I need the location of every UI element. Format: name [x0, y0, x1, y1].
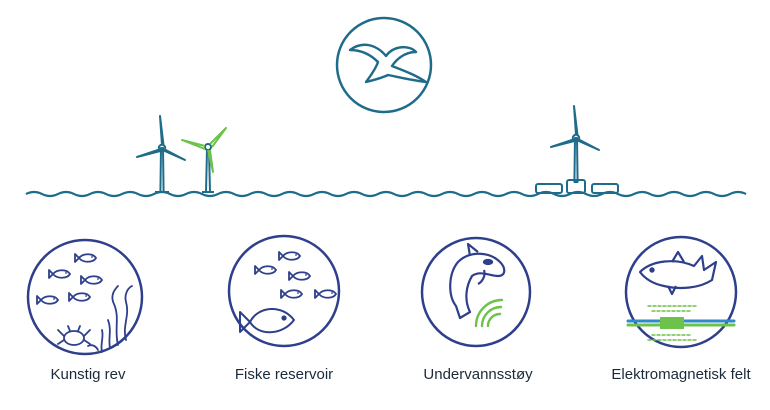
shark-cable-icon — [624, 235, 738, 349]
seagull-icon — [335, 16, 433, 114]
wind-turbine-green — [181, 127, 227, 193]
sea-surface-wave — [25, 190, 747, 198]
wind-turbine-left — [136, 115, 186, 193]
artificial-reef-icon — [26, 238, 144, 356]
fish-reservoir-icon — [227, 234, 341, 348]
orca-noise-icon — [420, 236, 532, 348]
caption-undervannsstoy: Undervannsstøy — [423, 366, 533, 383]
caption-fiske-reservoir: Fiske reservoir — [234, 366, 334, 383]
caption-kunstig-rev: Kunstig rev — [50, 366, 126, 383]
floating-wind-turbine — [535, 105, 619, 194]
caption-elektromagnetisk-felt: Elektromagnetisk felt — [611, 366, 751, 383]
